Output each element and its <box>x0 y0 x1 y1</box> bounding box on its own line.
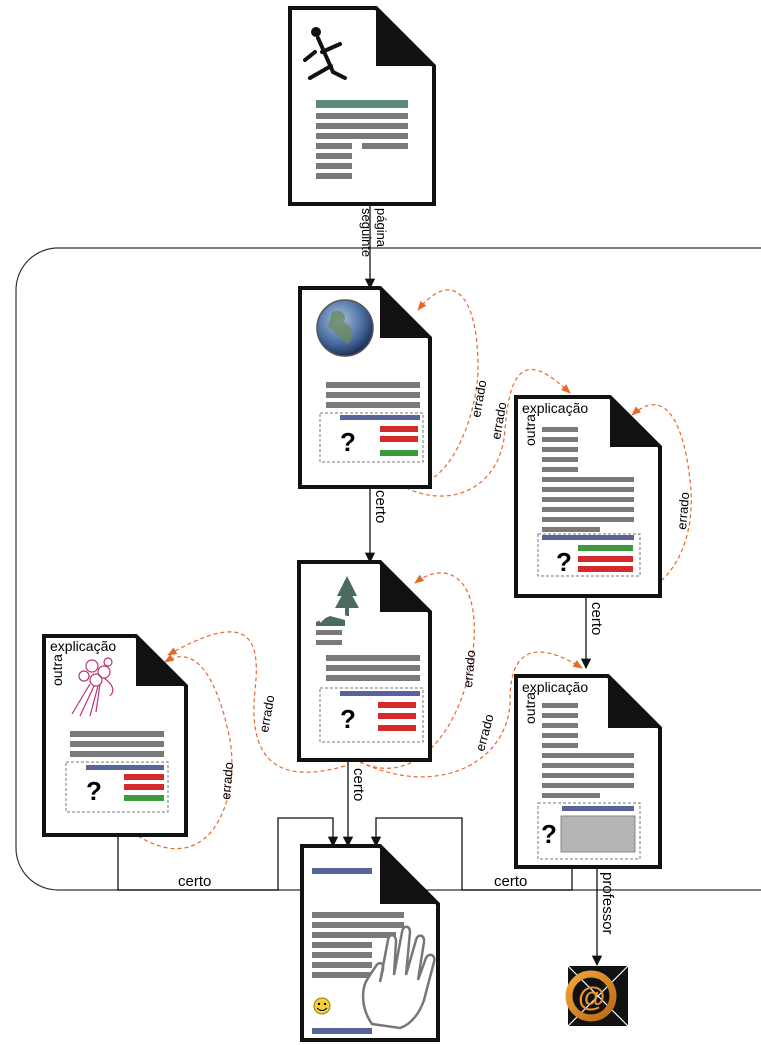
certo-label: certo <box>178 873 211 890</box>
other-explanation-document-1: explicação outra ? <box>514 395 662 598</box>
start-page-document <box>288 6 436 206</box>
landscape-question-document: ? <box>297 560 432 762</box>
errado-label: errado <box>256 694 277 734</box>
flower-bouquet-icon <box>71 657 114 717</box>
certo-label: certo <box>588 602 605 635</box>
explanation-title: explicação <box>522 400 588 416</box>
question-mark: ? <box>556 547 572 577</box>
seguinte-label: seguinte <box>359 208 374 257</box>
other-label: outra <box>522 692 538 724</box>
professor-label: professor <box>599 872 616 935</box>
explanation-title: explicação <box>522 679 588 695</box>
certo-label: certo <box>350 768 367 801</box>
explanation-title: explicação <box>50 638 116 654</box>
connectors <box>117 204 603 967</box>
other-explanation-document-flower: explicação outra ? <box>42 634 188 837</box>
svg-text:@: @ <box>578 981 605 1012</box>
question-mark: ? <box>340 427 356 457</box>
wrong-answer-arrows <box>137 289 692 850</box>
runner-icon <box>303 27 347 80</box>
certo-label: certo <box>372 490 389 523</box>
other-label: outra <box>522 414 538 446</box>
errado-label: errado <box>218 762 236 801</box>
question-mark: ? <box>340 704 356 734</box>
question-mark: ? <box>541 819 557 849</box>
errado-label: errado <box>468 379 489 419</box>
errado-label: errado <box>674 492 692 531</box>
tree-road-icon <box>316 576 359 626</box>
other-label: outra <box>49 654 65 686</box>
email-at-icon: @ <box>565 965 629 1027</box>
errado-label: errado <box>488 401 509 441</box>
other-explanation-document-2: explicação outra ? <box>514 674 662 869</box>
final-page-document <box>300 844 440 1042</box>
smiley-icon <box>313 997 331 1015</box>
globe-question-document: ? <box>298 286 432 489</box>
hand-icon <box>361 925 436 1030</box>
pagina-label: página <box>374 208 389 248</box>
question-mark: ? <box>86 776 102 806</box>
errado-label: errado <box>460 650 478 689</box>
certo-label: certo <box>494 873 527 890</box>
